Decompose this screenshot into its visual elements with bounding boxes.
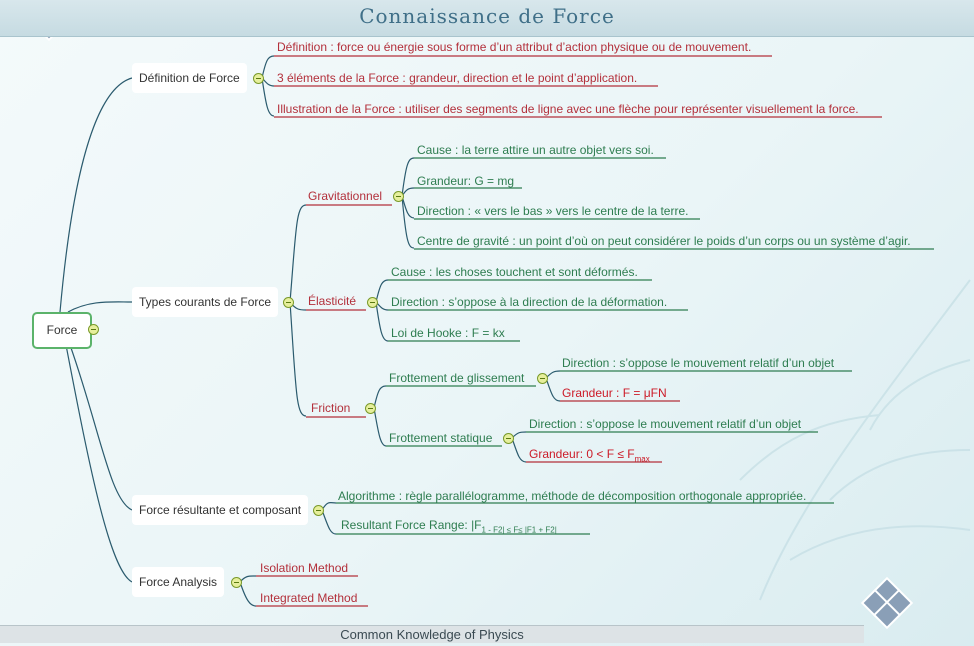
- static-magnitude-subscript: max: [634, 454, 650, 464]
- collapse-toggle-icon[interactable]: [503, 433, 514, 444]
- footer-text: Common Knowledge of Physics: [340, 627, 524, 642]
- node-definition[interactable]: Définition de Force: [132, 63, 247, 93]
- collapse-toggle-icon[interactable]: [253, 73, 264, 84]
- collapse-toggle-icon[interactable]: [537, 373, 548, 384]
- page-title: Connaissance de Force: [359, 4, 615, 28]
- collapse-toggle-icon[interactable]: [231, 577, 242, 588]
- collapse-toggle-icon[interactable]: [283, 297, 294, 308]
- node-elasticity[interactable]: Élasticité: [308, 294, 357, 308]
- sliding-magnitude[interactable]: Grandeur : F = μFN: [562, 386, 667, 400]
- resultant-range[interactable]: Resultant Force Range: |F1 - F2| ≤ F≤ |F…: [341, 518, 557, 534]
- definition-item[interactable]: Illustration de la Force : utiliser des …: [277, 102, 859, 116]
- node-types[interactable]: Types courants de Force: [132, 287, 279, 317]
- collapse-toggle-icon[interactable]: [393, 191, 404, 202]
- elasticity-item[interactable]: Cause : les choses touchent et sont défo…: [391, 265, 638, 279]
- title-bar: Connaissance de Force: [0, 0, 974, 37]
- resultant-range-subscript: 1 - F2| ≤ F≤ |F1 + F2|: [481, 525, 557, 535]
- resultant-algorithm[interactable]: Algorithme : règle parallélogramme, méth…: [338, 489, 807, 503]
- sliding-direction[interactable]: Direction : s’oppose le mouvement relati…: [562, 356, 835, 370]
- gravity-item[interactable]: Centre de gravité : un point d’où on peu…: [417, 234, 911, 248]
- node-resultant[interactable]: Force résultante et composant: [132, 495, 309, 525]
- elasticity-item[interactable]: Direction : s’oppose à la direction de l…: [391, 295, 668, 309]
- analysis-item[interactable]: Integrated Method: [260, 591, 358, 605]
- definition-item[interactable]: 3 éléments de la Force : grandeur, direc…: [277, 71, 638, 85]
- gravity-item[interactable]: Cause : la terre attire un autre objet v…: [417, 143, 654, 157]
- collapse-toggle-icon[interactable]: [88, 324, 99, 335]
- collapse-toggle-icon[interactable]: [367, 297, 378, 308]
- diamond-logo-bottom-right: [860, 576, 914, 630]
- static-magnitude-text: Grandeur: 0 < F ≤ F: [529, 447, 635, 461]
- node-static-friction[interactable]: Frottement statique: [389, 431, 493, 445]
- analysis-item[interactable]: Isolation Method: [260, 561, 349, 575]
- gravity-item[interactable]: Grandeur: G = mg: [417, 174, 515, 188]
- footer-bar: Common Knowledge of Physics: [0, 625, 864, 643]
- definition-item[interactable]: Définition : force ou énergie sous forme…: [277, 40, 752, 54]
- gravity-item[interactable]: Direction : « vers le bas » vers le cent…: [417, 204, 689, 218]
- node-analysis[interactable]: Force Analysis: [132, 567, 225, 597]
- resultant-range-text: Resultant Force Range: |F: [341, 518, 482, 532]
- node-sliding-friction[interactable]: Frottement de glissement: [389, 371, 525, 385]
- root-node[interactable]: Force: [32, 312, 92, 349]
- node-friction[interactable]: Friction: [311, 401, 351, 415]
- collapse-toggle-icon[interactable]: [365, 403, 376, 414]
- node-gravity[interactable]: Gravitationnel: [308, 189, 383, 203]
- elasticity-item[interactable]: Loi de Hooke : F = kx: [391, 326, 505, 340]
- static-direction[interactable]: Direction : s’oppose le mouvement relati…: [529, 417, 802, 431]
- leaf-watermark: [739, 279, 971, 601]
- static-magnitude[interactable]: Grandeur: 0 < F ≤ Fmax: [529, 447, 650, 463]
- collapse-toggle-icon[interactable]: [313, 505, 324, 516]
